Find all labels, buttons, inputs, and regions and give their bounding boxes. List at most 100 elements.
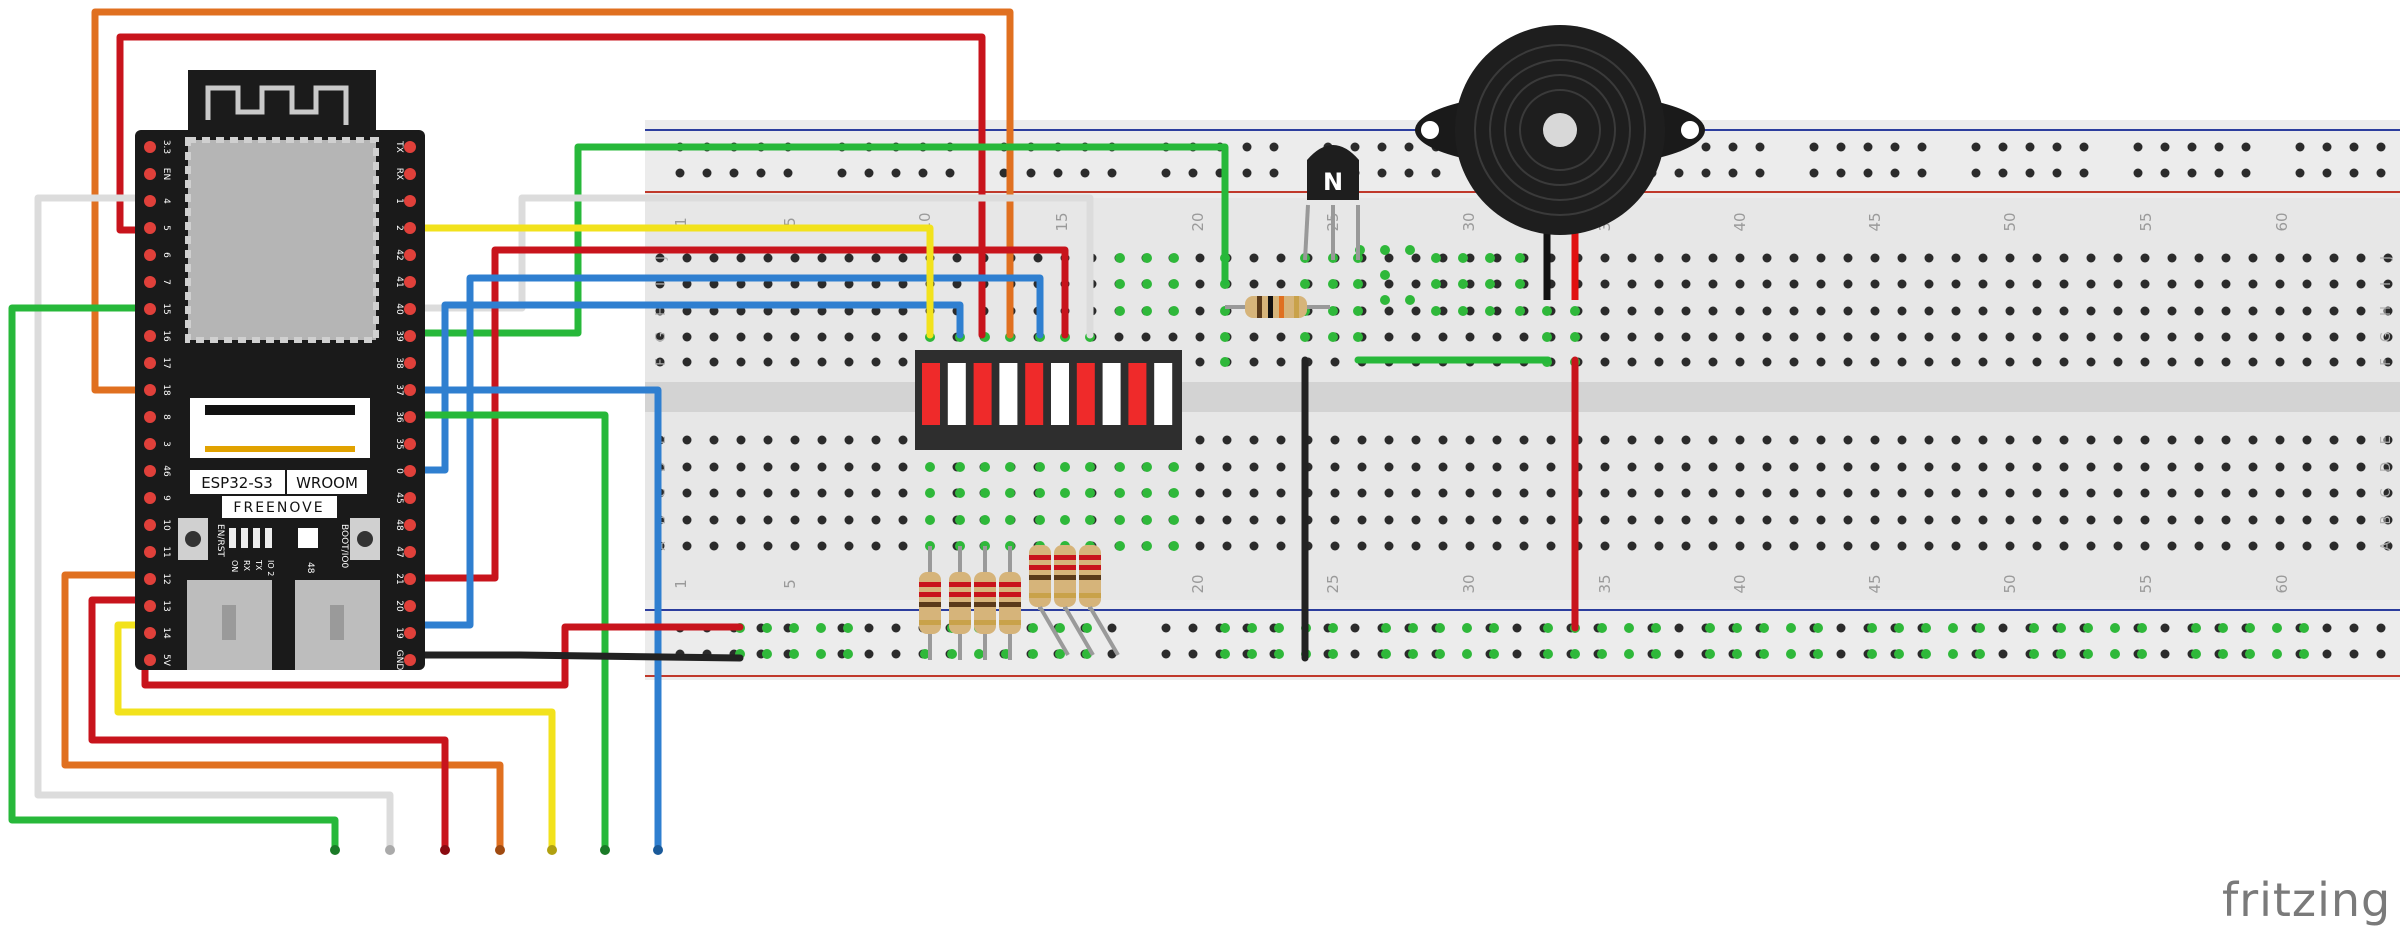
rail-connected-hole [2056, 649, 2066, 659]
breadboard-hole [736, 306, 746, 316]
breadboard-hole [790, 279, 800, 289]
breadboard-hole [844, 462, 854, 472]
breadboard-hole [898, 253, 908, 263]
rail-hole [1998, 649, 2008, 659]
connected-hole [1220, 357, 1230, 367]
breadboard-hole [736, 435, 746, 445]
rail-hole [864, 168, 874, 178]
breadboard-hole [2302, 306, 2312, 316]
breadboard-hole [1627, 306, 1637, 316]
rail-hole [2133, 142, 2143, 152]
row-letter: E [2379, 436, 2394, 444]
breadboard-hole [1789, 332, 1799, 342]
breadboard-hole [2059, 332, 2069, 342]
rail-hole [2376, 142, 2386, 152]
breadboard-hole [1600, 357, 1610, 367]
breadboard-hole [1654, 253, 1664, 263]
breadboard-hole [1492, 462, 1502, 472]
breadboard-hole [763, 357, 773, 367]
orange-wire-left [61, 571, 504, 854]
breadboard-hole [1330, 435, 1340, 445]
pin-label-left: 18 [161, 384, 171, 396]
rail-connected-hole [1705, 623, 1715, 633]
center-channel [645, 382, 2400, 412]
rf-shield [185, 137, 379, 343]
pin-right [404, 276, 416, 288]
rail-hole [2133, 168, 2143, 178]
breadboard-hole [1276, 435, 1286, 445]
breadboard-hole [2113, 306, 2123, 316]
breadboard-hole [2167, 515, 2177, 525]
breadboard-hole [1978, 306, 1988, 316]
breadboard-hole [2302, 357, 2312, 367]
rail-hole [1512, 623, 1522, 633]
pin-right [404, 465, 416, 477]
yellow-wire-top [406, 224, 934, 339]
breadboard-hole [1357, 541, 1367, 551]
rail-hole [1377, 168, 1387, 178]
rail-hole [1890, 168, 1900, 178]
pin-right [404, 357, 416, 369]
breadboard-hole [1924, 279, 1934, 289]
rail-hole [2160, 142, 2170, 152]
pin-label-right: GND [394, 650, 404, 671]
connected-hole [1115, 462, 1125, 472]
rail-connected-hole [2083, 623, 2093, 633]
breadboard-hole [1951, 357, 1961, 367]
pin-right [404, 222, 416, 234]
rail-hole [1161, 649, 1171, 659]
breadboard-hole [1843, 488, 1853, 498]
breadboard-hole [1627, 332, 1637, 342]
breadboard-hole [682, 253, 692, 263]
breadboard-hole [2248, 435, 2258, 445]
connected-hole [1115, 541, 1125, 551]
breadboard-hole [2248, 515, 2258, 525]
module-label-box [287, 470, 367, 494]
connected-hole [1142, 306, 1152, 316]
rail-connected-hole [1759, 649, 1769, 659]
breadboard-hole [817, 332, 827, 342]
connected-hole [925, 462, 935, 472]
rail-connected-hole [1651, 649, 1661, 659]
connected-hole [1220, 332, 1230, 342]
breadboard-hole [844, 435, 854, 445]
breadboard-hole [1492, 306, 1502, 316]
column-number-bottom: 20 [1189, 574, 1207, 593]
column-number-bottom: 1 [672, 579, 690, 589]
breadboard-hole [2032, 462, 2042, 472]
breadboard-hole [898, 541, 908, 551]
rail-hole [864, 623, 874, 633]
column-number-bottom: 55 [2137, 574, 2155, 593]
connected-hole [1300, 332, 1310, 342]
rail-hole [1863, 168, 1873, 178]
breadboard-hole [655, 279, 665, 289]
breadboard-hole [1492, 253, 1502, 263]
breadboard-hole [1681, 462, 1691, 472]
breadboard-hole [2329, 541, 2339, 551]
breadboard-hole [2302, 253, 2312, 263]
breadboard-hole [1438, 332, 1448, 342]
pin-left [144, 303, 156, 315]
breadboard-hole [709, 488, 719, 498]
breadboard-hole [709, 541, 719, 551]
column-number-top: 55 [2137, 212, 2155, 231]
rail-connected-hole [762, 623, 772, 633]
rail-connected-hole [2272, 649, 2282, 659]
breadboard-hole [2086, 515, 2096, 525]
rail-connected-hole [974, 649, 984, 659]
breadboard-hole [1789, 541, 1799, 551]
breadboard-hole [1546, 462, 1556, 472]
breadboard-hole [1816, 332, 1826, 342]
rail-hole [2322, 142, 2332, 152]
breadboard-hole [2275, 332, 2285, 342]
breadboard-hole [1600, 279, 1610, 289]
rail-hole [1026, 168, 1036, 178]
breadboard-hole [1843, 332, 1853, 342]
breadboard-hole [844, 253, 854, 263]
breadboard-hole [2140, 541, 2150, 551]
breadboard-hole [2194, 306, 2204, 316]
breadboard-hole [2383, 279, 2393, 289]
pin-right [404, 330, 416, 342]
rail-hole [1377, 142, 1387, 152]
breadboard-hole [655, 306, 665, 316]
